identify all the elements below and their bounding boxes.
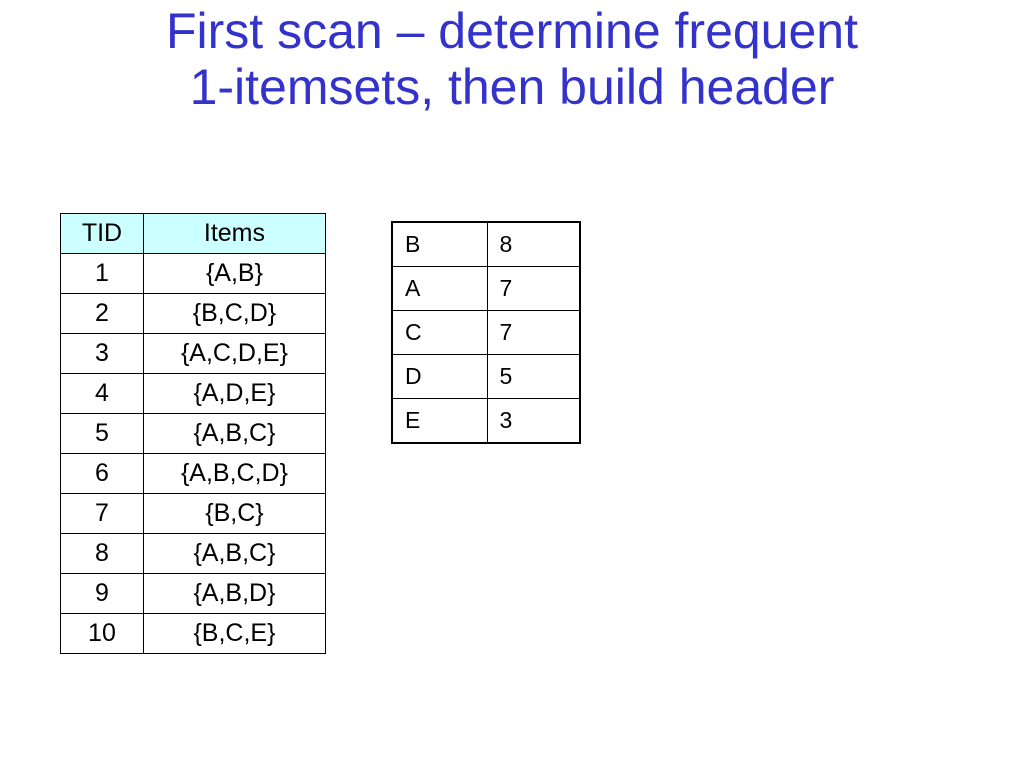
tid-cell: 8	[60, 533, 144, 574]
items-cell: {A,B,C}	[142, 533, 327, 574]
header-table-row: C 7	[391, 310, 581, 355]
header-table-row: A 7	[391, 266, 581, 311]
frequent-item-header-table: B 8 A 7 C 7 D 5 E 3	[391, 221, 581, 444]
slide-title-line-1: First scan – determine frequent	[166, 3, 858, 59]
items-cell: {A,C,D,E}	[142, 333, 327, 374]
items-cell: {B,C}	[142, 493, 327, 534]
count-cell: 8	[486, 221, 581, 267]
tid-cell: 9	[60, 573, 144, 614]
tid-cell: 1	[60, 253, 144, 294]
column-header-items: Items	[142, 213, 327, 254]
count-cell: 3	[486, 398, 581, 444]
table-row: 5 {A,B,C}	[60, 413, 327, 454]
table-row: 7 {B,C}	[60, 493, 327, 534]
slide-title-line-2: 1-itemsets, then build header	[189, 59, 835, 115]
table-row: 9 {A,B,D}	[60, 573, 327, 614]
header-table-row: E 3	[391, 398, 581, 444]
tid-cell: 10	[60, 613, 144, 654]
slide-title: First scan – determine frequent 1-itemse…	[0, 0, 1024, 115]
table-row: 10 {B,C,E}	[60, 613, 327, 654]
items-cell: {A,B}	[142, 253, 327, 294]
items-cell: {A,B,C,D}	[142, 453, 327, 494]
tid-cell: 5	[60, 413, 144, 454]
transaction-table: TID Items 1 {A,B} 2 {B,C,D} 3 {A,C,D,E} …	[60, 213, 327, 654]
tid-cell: 4	[60, 373, 144, 414]
column-header-tid: TID	[60, 213, 144, 254]
table-row: 3 {A,C,D,E}	[60, 333, 327, 374]
table-row: 6 {A,B,C,D}	[60, 453, 327, 494]
tid-cell: 7	[60, 493, 144, 534]
tid-cell: 2	[60, 293, 144, 334]
items-cell: {B,C,D}	[142, 293, 327, 334]
tid-cell: 6	[60, 453, 144, 494]
table-row: 1 {A,B}	[60, 253, 327, 294]
item-cell: A	[391, 266, 488, 311]
header-table-row: D 5	[391, 354, 581, 399]
items-cell: {A,B,C}	[142, 413, 327, 454]
transaction-table-header-row: TID Items	[60, 213, 327, 254]
table-row: 4 {A,D,E}	[60, 373, 327, 414]
items-cell: {B,C,E}	[142, 613, 327, 654]
table-row: 8 {A,B,C}	[60, 533, 327, 574]
table-row: 2 {B,C,D}	[60, 293, 327, 334]
item-cell: C	[391, 310, 488, 355]
item-cell: B	[391, 221, 488, 267]
item-cell: E	[391, 398, 488, 444]
count-cell: 7	[486, 266, 581, 311]
header-table-row: B 8	[391, 221, 581, 267]
count-cell: 7	[486, 310, 581, 355]
items-cell: {A,D,E}	[142, 373, 327, 414]
items-cell: {A,B,D}	[142, 573, 327, 614]
tid-cell: 3	[60, 333, 144, 374]
item-cell: D	[391, 354, 488, 399]
count-cell: 5	[486, 354, 581, 399]
